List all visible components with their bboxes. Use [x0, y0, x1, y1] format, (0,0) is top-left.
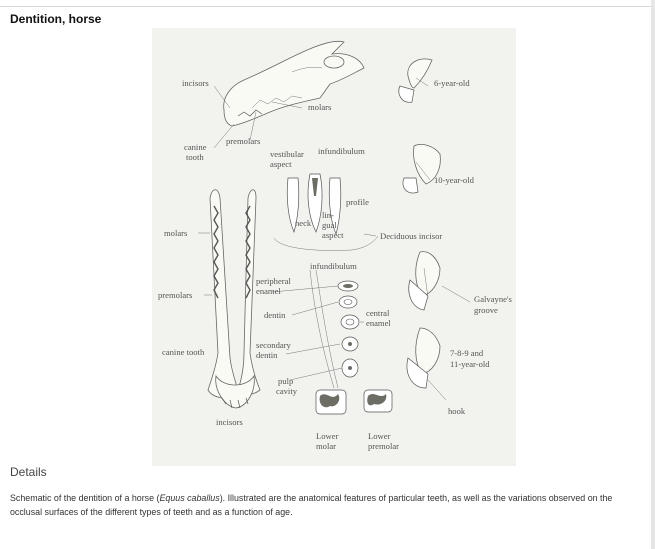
incisor-detail-drawing	[273, 173, 379, 251]
details-heading: Details	[10, 465, 47, 479]
label-vestibular-line2: aspect	[270, 159, 292, 169]
label-premolars-jaw: premolars	[158, 290, 193, 300]
label-premolars-top: premolars	[226, 136, 261, 146]
top-divider	[0, 6, 651, 7]
details-text-after: ). Illustrated are the anatomical featur…	[10, 493, 613, 517]
label-infundibulum-mid: infundibulum	[310, 261, 357, 271]
label-ten-year: 10-year-old	[434, 175, 475, 185]
label-galvayne-line1: Galvayne's	[474, 294, 512, 304]
label-pulp-line2: cavity	[276, 386, 298, 396]
label-canine-line1: canine	[184, 142, 207, 152]
label-incisors-top: incisors	[182, 78, 209, 88]
label-age-line2: 11-year-old	[450, 359, 490, 369]
label-dentin: dentin	[264, 310, 286, 320]
label-lower-premolar-line1: Lower	[368, 431, 391, 441]
page-title: Dentition, horse	[10, 12, 102, 26]
lower-jaw-drawing	[207, 189, 261, 409]
tooth-cross-sections-drawing	[309, 269, 360, 389]
occlusal-surfaces-drawing	[315, 389, 393, 415]
label-molars-top: molars	[308, 102, 332, 112]
label-hook: hook	[448, 406, 466, 416]
label-secondary-line1: secondary	[256, 340, 292, 350]
label-lingual-line3: aspect	[322, 230, 344, 240]
label-infundibulum-top: infundibulum	[318, 146, 365, 156]
leader-lines	[198, 77, 471, 401]
label-molars-jaw: molars	[164, 228, 188, 238]
label-age-line1: 7-8-9 and	[450, 348, 484, 358]
label-central-line1: central	[366, 308, 390, 318]
label-lower-molar-line1: Lower	[316, 431, 339, 441]
label-lingual-line2: gual	[322, 220, 337, 230]
label-profile: profile	[346, 197, 369, 207]
label-peripheral-line1: peripheral	[256, 276, 291, 286]
details-description: Schematic of the dentition of a horse (E…	[10, 491, 645, 519]
label-incisors-jaw: incisors	[216, 417, 243, 427]
label-lingual-line1: lin-	[322, 210, 334, 220]
label-secondary-line2: dentin	[256, 350, 278, 360]
label-six-year: 6-year-old	[434, 78, 470, 88]
label-pulp-line1: pulp	[278, 376, 293, 386]
label-canine-jaw: canine tooth	[162, 347, 205, 357]
horse-skull-drawing	[223, 40, 365, 127]
label-lower-premolar-line2: premolar	[368, 441, 399, 451]
label-central-line2: enamel	[366, 318, 391, 328]
details-text-before: Schematic of the dentition of a horse (	[10, 493, 160, 503]
label-vestibular-line1: vestibular	[270, 149, 304, 159]
dentition-illustration: incisors molars premolars canine tooth v…	[152, 28, 516, 466]
label-canine-line2: tooth	[186, 152, 204, 162]
scrollbar[interactable]	[651, 0, 655, 549]
label-deciduous-incisor: Deciduous incisor	[380, 231, 442, 241]
label-peripheral-line2: enamel	[256, 286, 281, 296]
label-lower-molar-line2: molar	[316, 441, 336, 451]
age-incisors-drawing	[398, 58, 441, 389]
label-neck: neck	[295, 218, 312, 228]
label-galvayne-line2: groove	[474, 305, 498, 315]
details-species: Equus caballus	[159, 493, 220, 503]
